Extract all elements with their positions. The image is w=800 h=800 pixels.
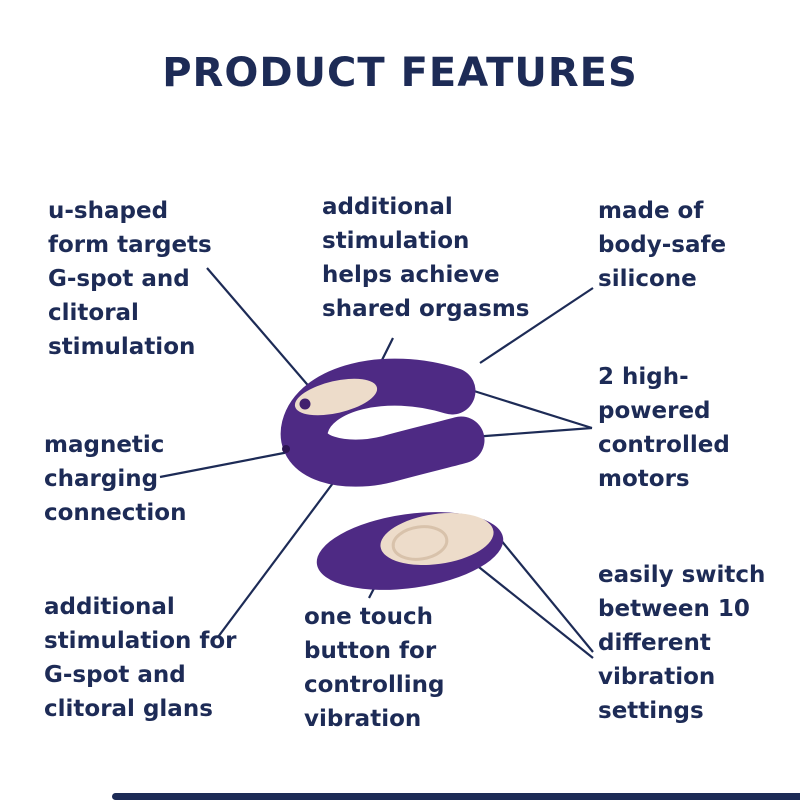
feature-label-shared-orgasms: additional stimulation helps achieve sha… bbox=[322, 194, 530, 322]
connector-motors-top bbox=[473, 389, 593, 430]
feature-label-silicone: made of body-safe silicone bbox=[598, 198, 727, 292]
connector-motors-bottom bbox=[471, 426, 593, 439]
body-detail-dot bbox=[282, 445, 290, 453]
feature-label-motors: 2 high- powered controlled motors bbox=[598, 364, 730, 492]
connector-one-touch bbox=[368, 568, 385, 599]
charging-contact-dot bbox=[299, 398, 311, 410]
product-top-view bbox=[280, 358, 485, 487]
connector-u-shaped bbox=[206, 267, 313, 391]
connector-additional-stimulation bbox=[373, 337, 394, 377]
feature-label-one-touch: one touch button for controlling vibrati… bbox=[304, 604, 445, 732]
touch-pad bbox=[380, 513, 494, 565]
feature-label-clitoral-glans: additional stimulation for G-spot and cl… bbox=[44, 594, 237, 722]
page-title: PRODUCT FEATURES bbox=[162, 50, 638, 96]
charging-plate bbox=[294, 378, 378, 416]
feature-label-charging: magnetic charging connection bbox=[44, 432, 187, 526]
bottom-border bbox=[112, 793, 800, 800]
product-side-view bbox=[316, 512, 504, 590]
feature-label-u-shaped: u-shaped form targets G-spot and clitora… bbox=[48, 198, 212, 360]
connector-settings-top bbox=[499, 538, 594, 653]
feature-label-settings: easily switch between 10 different vibra… bbox=[598, 562, 766, 724]
one-touch-button-shape bbox=[391, 525, 449, 561]
u-shaped-body bbox=[280, 358, 485, 487]
connector-settings-bottom bbox=[459, 551, 594, 659]
device-body-side bbox=[316, 512, 504, 590]
